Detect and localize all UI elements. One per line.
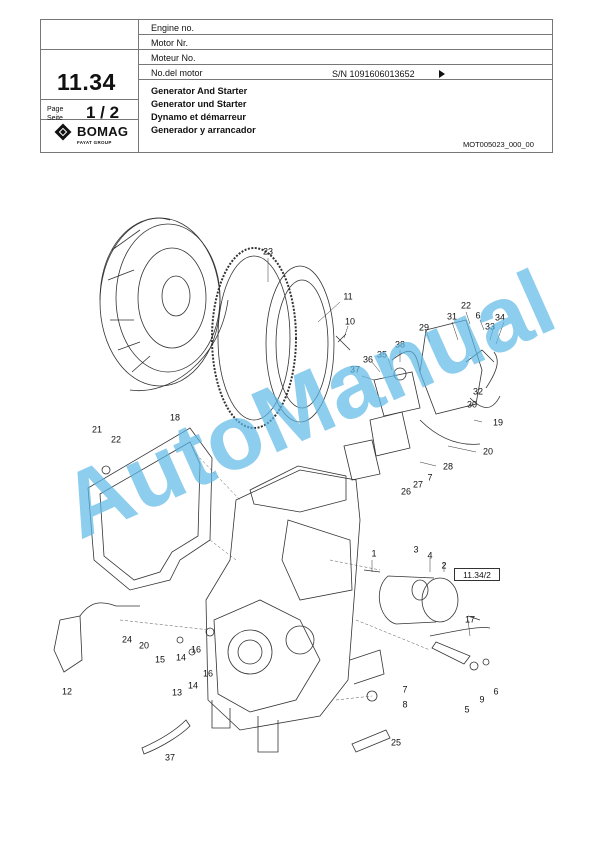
callout-number: 24 bbox=[121, 634, 133, 645]
engine-no-label-de: Motor Nr. bbox=[151, 38, 189, 48]
washer-drawing bbox=[101, 465, 111, 475]
callout-number: 7 bbox=[402, 684, 408, 695]
callout-number: 12 bbox=[61, 686, 73, 697]
header-divider bbox=[138, 20, 139, 152]
serial-number: S/N 1091606013652 bbox=[332, 69, 415, 79]
generator-assembly-drawing bbox=[343, 319, 501, 481]
callout-number: 27 bbox=[412, 479, 424, 490]
callout-number: 20 bbox=[138, 640, 150, 651]
engine-no-label-en: Engine no. bbox=[151, 23, 195, 33]
callout-number: 38 bbox=[394, 339, 406, 350]
callout-number: 36 bbox=[362, 354, 374, 365]
engine-no-label-es: No.del motor bbox=[151, 68, 203, 78]
callout-number: 15 bbox=[154, 654, 166, 665]
callout-number: 8 bbox=[402, 699, 408, 710]
callout-number: 33 bbox=[484, 321, 496, 332]
starter-motor-drawing bbox=[379, 575, 459, 625]
header-table: Engine no. Motor Nr. Moteur No. No.del m… bbox=[40, 19, 553, 153]
bolt-drawing bbox=[335, 333, 351, 351]
callout-number: 2 bbox=[441, 560, 447, 571]
header-rule bbox=[41, 99, 138, 100]
callout-number: 16 bbox=[190, 644, 202, 655]
callout-number: 37 bbox=[164, 752, 176, 763]
callout-number: 30 bbox=[466, 399, 478, 410]
callout-number: 29 bbox=[418, 322, 430, 333]
callout-number: 28 bbox=[442, 461, 454, 472]
callout-number: 1 bbox=[371, 548, 377, 559]
header-rule bbox=[138, 79, 552, 80]
callout-number: 14 bbox=[187, 680, 199, 691]
header-rule bbox=[41, 119, 138, 120]
ring-gear-drawing bbox=[211, 247, 335, 429]
callout-number: 22 bbox=[460, 300, 472, 311]
cable-drawing bbox=[429, 627, 491, 637]
callout-number: 6 bbox=[493, 686, 499, 697]
callout-number: 23 bbox=[262, 246, 274, 257]
callout-number: 11 bbox=[343, 291, 353, 302]
clamp-drawing bbox=[431, 641, 471, 665]
callout-number: 21 bbox=[91, 424, 103, 435]
callout-number: 3 bbox=[413, 544, 419, 555]
callout-number: 22 bbox=[110, 434, 122, 445]
callout-number: 25 bbox=[390, 737, 402, 748]
callout-number: 14 bbox=[175, 652, 187, 663]
callout-number: 37 bbox=[349, 364, 361, 375]
callout-number: 17 bbox=[464, 614, 476, 625]
callout-number: 4 bbox=[427, 550, 433, 561]
callout-number: 34 bbox=[494, 312, 506, 323]
cable-tie-drawing bbox=[141, 719, 191, 755]
gasket-plate-drawing bbox=[87, 427, 213, 591]
page-reference-box: 11.34/2 bbox=[454, 568, 500, 581]
callout-number: 31 bbox=[446, 311, 458, 322]
bolt-drawing bbox=[351, 729, 391, 753]
callout-number: 26 bbox=[400, 486, 412, 497]
page-number: 11.34 bbox=[57, 69, 116, 95]
title-es: Generador y arrancador bbox=[151, 125, 256, 135]
callout-number: 16 bbox=[202, 668, 214, 679]
title-fr: Dynamo et démarreur bbox=[151, 112, 246, 122]
callout-number: 18 bbox=[169, 412, 181, 423]
flywheel-drawing bbox=[99, 217, 229, 392]
engine-block-drawing bbox=[205, 465, 385, 753]
callout-number: 6 bbox=[475, 310, 481, 321]
callout-number: 32 bbox=[472, 386, 484, 397]
callout-number: 9 bbox=[479, 694, 485, 705]
callout-number: 35 bbox=[376, 349, 388, 360]
title-de: Generator und Starter bbox=[151, 99, 247, 109]
sensor-cable-drawing bbox=[53, 602, 140, 673]
arrow-right-icon bbox=[439, 70, 445, 78]
header-rule bbox=[41, 49, 552, 50]
callout-number: 10 bbox=[344, 316, 356, 327]
callout-number: 20 bbox=[482, 446, 494, 457]
document-code: MOT005023_000_00 bbox=[463, 140, 534, 149]
bomag-logo: BOMAG FAYAT GROUP bbox=[53, 123, 133, 150]
page-fraction: 1 / 2 bbox=[86, 103, 120, 122]
callout-number: 5 bbox=[464, 704, 470, 715]
callout-number: 7 bbox=[427, 472, 433, 483]
header-rule bbox=[138, 64, 552, 65]
header-rule bbox=[138, 34, 552, 35]
engine-no-label-fr: Moteur No. bbox=[151, 53, 196, 63]
title-en: Generator And Starter bbox=[151, 86, 248, 96]
callout-number: 13 bbox=[171, 687, 183, 698]
callout-number: 19 bbox=[492, 417, 504, 428]
